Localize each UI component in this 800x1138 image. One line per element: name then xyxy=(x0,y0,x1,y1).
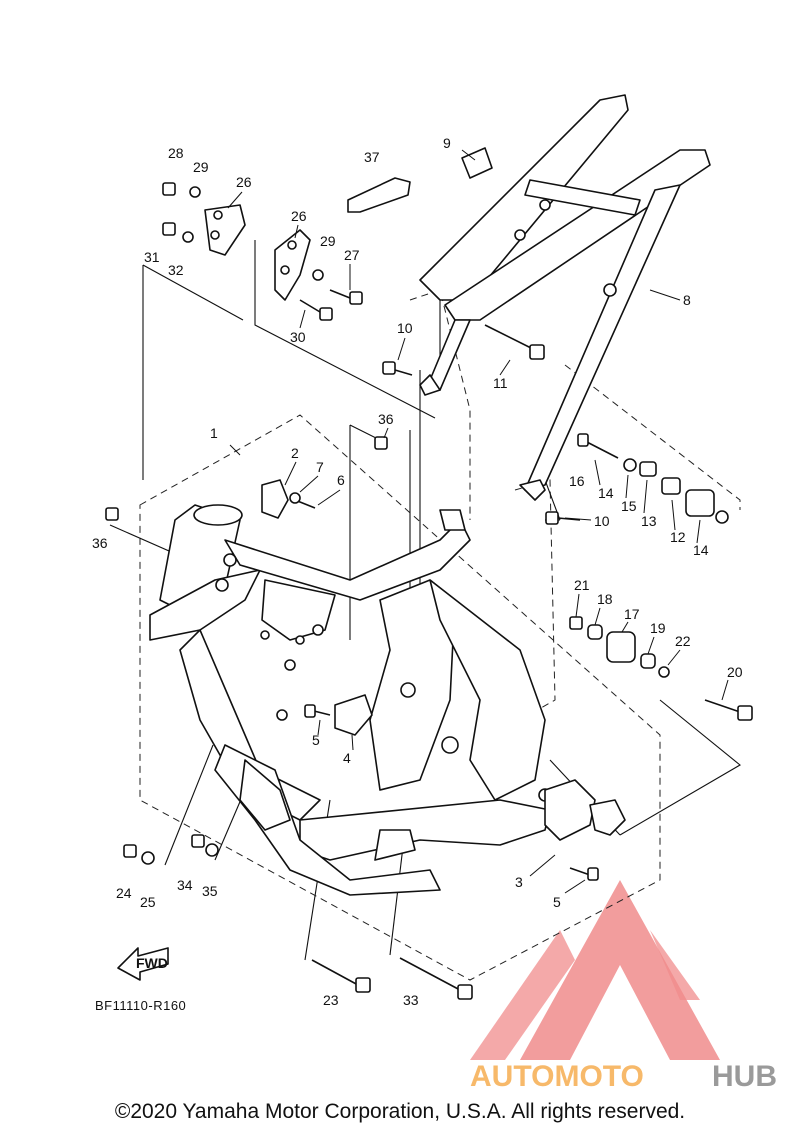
callout: 32 xyxy=(168,262,184,278)
callout: 14 xyxy=(693,542,709,558)
watermark-part1: AUTOMOTO xyxy=(470,1060,644,1093)
callout: 17 xyxy=(624,606,640,622)
fwd-label: FWD xyxy=(136,955,168,971)
callout-labels: 1 2 3 4 5 5 6 7 8 9 10 10 11 12 13 14 14… xyxy=(92,135,743,1008)
callout: 10 xyxy=(397,320,413,336)
callout: 27 xyxy=(344,247,360,263)
callout: 18 xyxy=(597,591,613,607)
callout: 35 xyxy=(202,883,218,899)
callout: 11 xyxy=(493,375,508,391)
watermark-part2: HUB xyxy=(712,1060,777,1093)
callout: 4 xyxy=(343,750,351,766)
callout: 22 xyxy=(675,633,691,649)
reference-code: BF11110-R160 xyxy=(95,998,186,1013)
callout: 30 xyxy=(290,329,306,345)
callout: 1 xyxy=(210,425,218,441)
callout: 5 xyxy=(553,894,561,910)
callout: 19 xyxy=(650,620,666,636)
callout: 29 xyxy=(320,233,336,249)
callout: 10 xyxy=(594,513,610,529)
callout: 12 xyxy=(670,529,686,545)
callout: 2 xyxy=(291,445,299,461)
callout: 8 xyxy=(683,292,691,308)
callout: 36 xyxy=(92,535,108,551)
fasteners xyxy=(105,182,753,1000)
callout: 25 xyxy=(140,894,156,910)
callout: 14 xyxy=(598,485,614,501)
callout: 15 xyxy=(621,498,637,514)
callout: 36 xyxy=(378,411,394,427)
copyright-notice: ©2020 Yamaha Motor Corporation, U.S.A. A… xyxy=(114,1100,686,1123)
callout: 16 xyxy=(569,473,585,489)
callout: 6 xyxy=(337,472,345,488)
callout: 37 xyxy=(364,149,380,165)
callout: 26 xyxy=(291,208,307,224)
callout: 34 xyxy=(177,877,193,893)
callout: 31 xyxy=(144,249,160,265)
callout-leaders xyxy=(227,149,729,894)
automotohub-logo: AUTOMOTO HUB xyxy=(470,880,777,1093)
brackets xyxy=(204,147,626,841)
rear-subframe xyxy=(419,94,711,501)
callout: 26 xyxy=(236,174,252,190)
callout: 9 xyxy=(443,135,451,151)
main-frame xyxy=(149,504,552,896)
callout: 29 xyxy=(193,159,209,175)
callout: 28 xyxy=(168,145,184,161)
fwd-arrow-icon: FWD xyxy=(117,947,169,981)
callout: 5 xyxy=(312,732,320,748)
callout: 24 xyxy=(116,885,132,901)
callout: 33 xyxy=(403,992,419,1008)
callout: 23 xyxy=(323,992,339,1008)
callout: 20 xyxy=(727,664,743,680)
callout: 13 xyxy=(641,513,657,529)
callout: 3 xyxy=(515,874,523,890)
callout: 21 xyxy=(574,577,590,593)
callout: 7 xyxy=(316,459,324,475)
